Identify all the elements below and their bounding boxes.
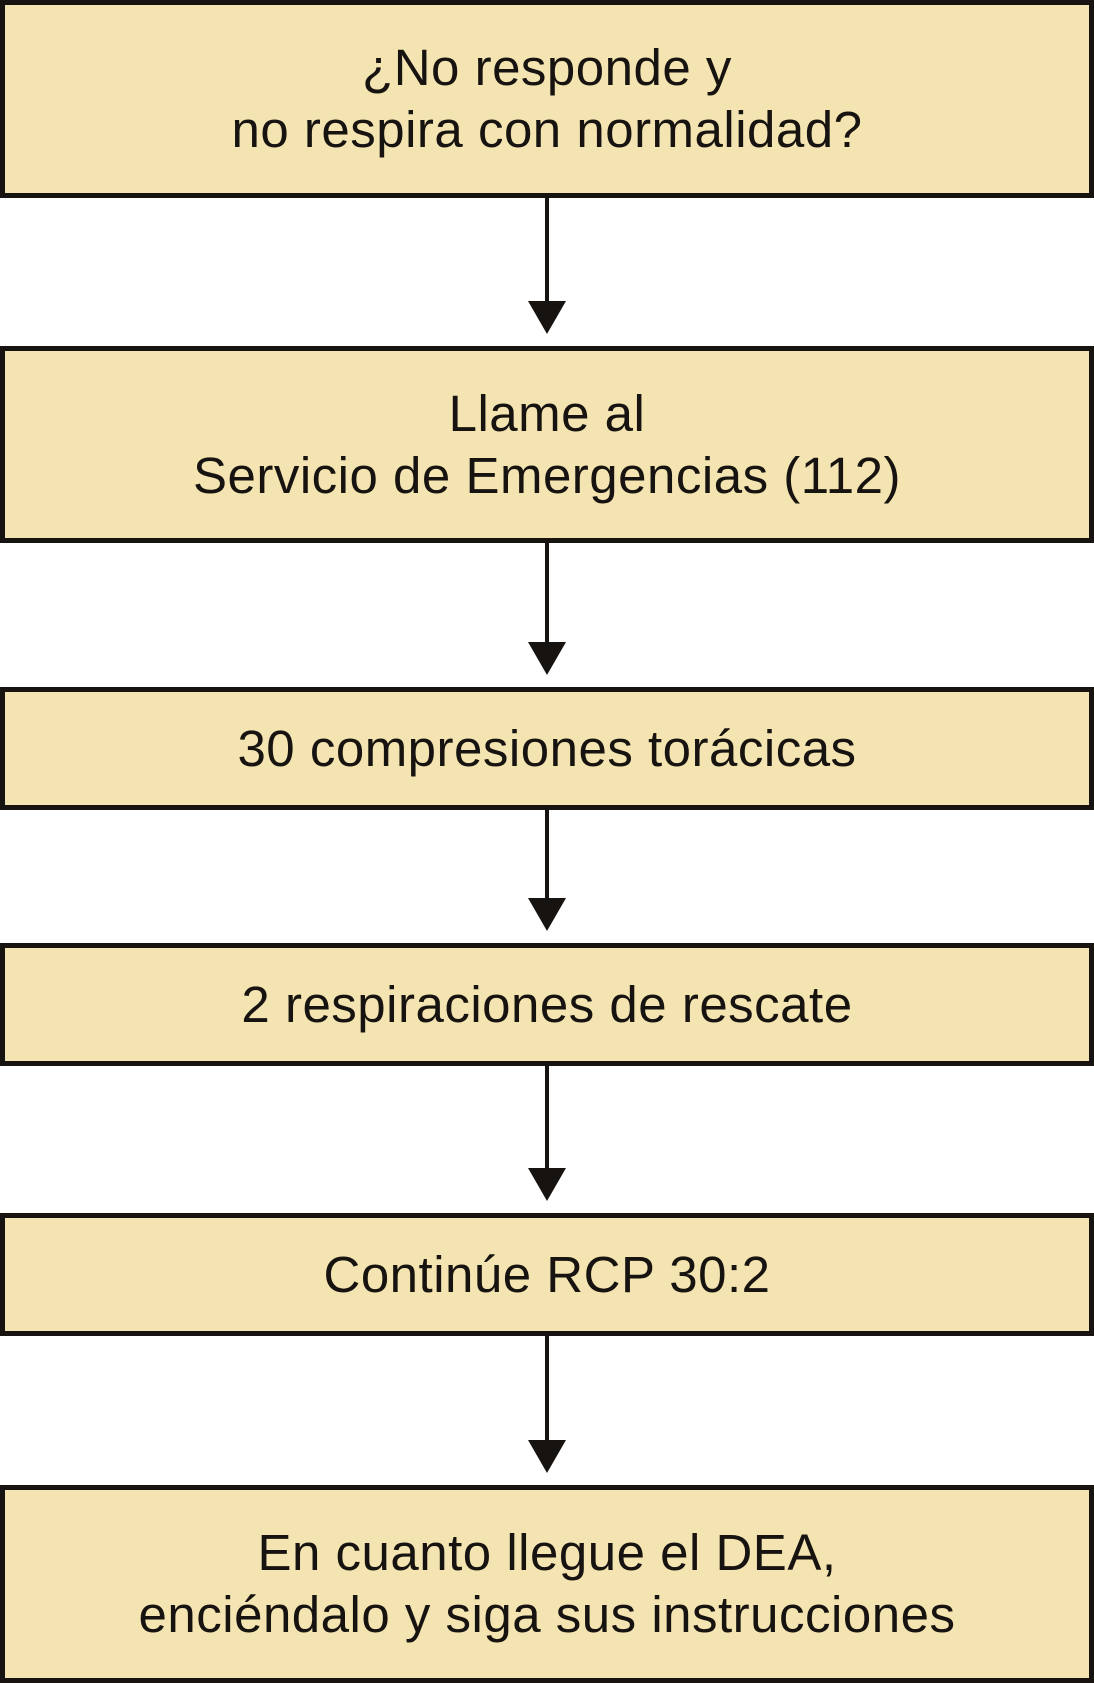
step-text-line: no respira con normalidad? xyxy=(231,101,863,158)
arrow-down-icon xyxy=(528,1440,566,1473)
arrow-line xyxy=(545,198,549,301)
arrow-line xyxy=(545,1336,549,1440)
flow-arrow-4 xyxy=(0,1066,1094,1213)
step-text-line: Continúe RCP 30:2 xyxy=(323,1245,771,1303)
step-continue-cpr-box: Continúe RCP 30:2 xyxy=(0,1213,1094,1336)
step-text-line: ¿No responde y xyxy=(362,39,732,96)
arrow-line xyxy=(545,1066,549,1168)
arrow-down-icon xyxy=(528,898,566,931)
step-rescue-breaths-box: 2 respiraciones de rescate xyxy=(0,943,1094,1066)
flow-arrow-5 xyxy=(0,1336,1094,1485)
arrow-line xyxy=(545,543,549,642)
arrow-down-icon xyxy=(528,301,566,334)
step-chest-compressions-box: 30 compresiones torácicas xyxy=(0,687,1094,810)
step-text-line: En cuanto llegue el DEA, xyxy=(257,1524,837,1581)
arrow-down-icon xyxy=(528,642,566,675)
flow-arrow-3 xyxy=(0,810,1094,943)
step-text-line: Servicio de Emergencias (112) xyxy=(192,446,902,504)
flow-arrow-1 xyxy=(0,198,1094,346)
step-text-line: 30 compresiones torácicas xyxy=(237,719,857,777)
step-text-line: enciéndalo y siga sus instrucciones xyxy=(138,1586,956,1643)
step-text-line: Llame al xyxy=(448,384,646,442)
step-call-emergency-box: Llame al Servicio de Emergencias (112) xyxy=(0,346,1094,543)
arrow-line xyxy=(545,810,549,898)
step-check-response-box: ¿No responde y no respira con normalidad… xyxy=(0,0,1094,198)
step-text-line: 2 respiraciones de rescate xyxy=(241,975,853,1033)
arrow-down-icon xyxy=(528,1168,566,1201)
step-aed-box: En cuanto llegue el DEA, enciéndalo y si… xyxy=(0,1485,1094,1683)
flow-arrow-2 xyxy=(0,543,1094,687)
